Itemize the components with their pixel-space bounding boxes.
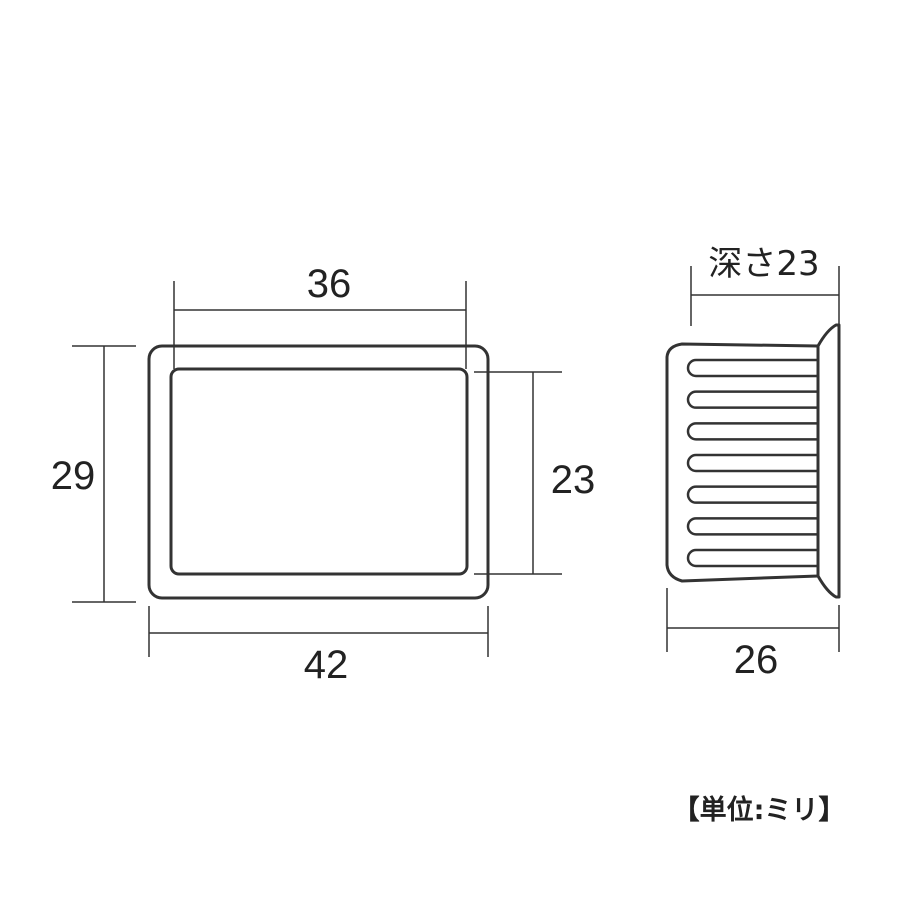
rib <box>686 453 818 473</box>
dimension-top: 36 <box>173 262 467 369</box>
dimension-right-label: 23 <box>551 458 596 502</box>
rib <box>686 517 818 536</box>
outer-frame <box>147 344 490 600</box>
dimension-left-label: 29 <box>51 454 96 498</box>
rib <box>686 358 818 378</box>
front-view: 36 42 29 23 <box>51 262 596 687</box>
rib <box>686 485 818 504</box>
dimension-side-bottom: 26 <box>666 588 840 682</box>
flange <box>816 323 841 599</box>
side-view: 深さ23 26 <box>665 244 841 682</box>
dimension-bottom-label: 42 <box>304 643 349 687</box>
rib <box>686 548 818 568</box>
dimension-right: 23 <box>474 371 596 575</box>
inner-opening <box>169 367 469 576</box>
rib <box>686 390 818 409</box>
dimension-left: 29 <box>51 345 136 603</box>
dimension-depth-label: 深さ23 <box>708 244 819 284</box>
rib <box>686 422 818 441</box>
side-body <box>665 342 820 583</box>
dimension-bottom: 42 <box>148 606 489 687</box>
dimension-depth: 深さ23 <box>690 244 840 326</box>
unit-label: 【単位:ミリ】 <box>673 794 846 826</box>
dimension-top-label: 36 <box>307 262 352 306</box>
rib-group <box>686 358 818 568</box>
dimension-side-bottom-label: 26 <box>734 638 779 682</box>
